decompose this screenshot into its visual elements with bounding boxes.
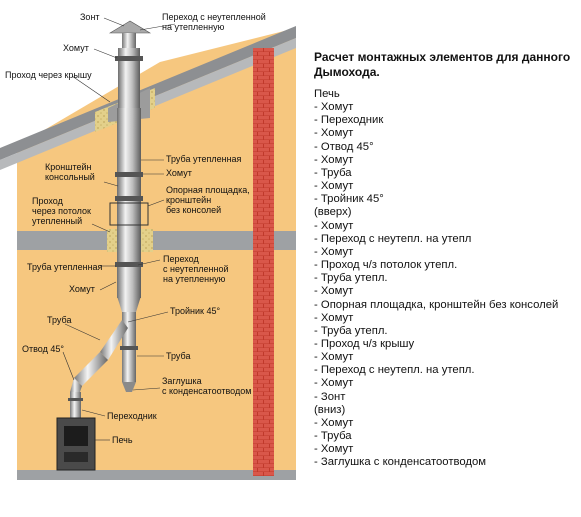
panel-title: Расчет монтажных элементов для данного Д… [314, 50, 571, 79]
label-homut-mid: Хомут [166, 168, 192, 178]
list-item: - Хомут [314, 219, 354, 232]
list-item: - Переход с неутепл. на утепл [314, 232, 472, 245]
list-item: - Хомут [314, 285, 354, 298]
list-item: - Хомут [314, 351, 354, 364]
list-item: - Переход с неутепл. на утепл. [314, 364, 475, 377]
leader-lines [62, 17, 176, 441]
clamp [115, 172, 143, 177]
label-prohod-krysha: Проход через крышу [5, 70, 92, 80]
list-item: Печь [314, 88, 340, 100]
insulated-pipe-upper [118, 48, 140, 110]
list-item: - Хомут [314, 416, 354, 429]
label-pech: Печь [112, 435, 133, 445]
chimney-cap-stem [122, 33, 136, 48]
list-item: - Труба утепл. [314, 324, 388, 337]
label-truba-right: Труба [166, 351, 190, 361]
list-item: - Зонт [314, 390, 346, 403]
list-item: (вверх) [314, 206, 352, 219]
clamp [115, 56, 143, 61]
list-item: (вниз) [314, 403, 346, 416]
list-item: - Хомут [314, 245, 354, 258]
list-item: - Хомут [314, 101, 354, 114]
elbow-45 [70, 378, 82, 392]
list-item: - Труба [314, 430, 352, 443]
list-item: - Хомут [314, 180, 354, 193]
lower-pipe [122, 346, 136, 382]
clamp [120, 346, 138, 350]
label-zont: Зонт [80, 12, 100, 22]
label-otvod: Отвод 45° [22, 344, 64, 354]
sloped-pipe [74, 352, 108, 386]
label-truba-uteplennaya-bottom: Труба утепленная [27, 262, 103, 272]
clamp [115, 196, 143, 201]
list-item: - Труба [314, 166, 352, 179]
list-item: - Хомут [314, 377, 354, 390]
transition-lower [117, 296, 141, 312]
clamp [115, 262, 143, 267]
support-platform [109, 202, 149, 226]
list-item: - Хомут [314, 127, 354, 140]
list-item: - Опорная площадка, кронштейн без консол… [314, 298, 559, 311]
list-item: - Проход ч/з потолок утепл. [314, 259, 458, 272]
list-item: - Заглушка с конденсатоотводом [314, 456, 487, 469]
clamp [68, 398, 83, 401]
list-item: - Хомут [314, 153, 354, 166]
list-item: - Проход ч/з крышу [314, 337, 415, 350]
ceiling-slab [17, 231, 296, 250]
list-item: - Хомут [314, 311, 354, 324]
stove-ashpit [64, 452, 88, 462]
list-item: - Отвод 45° [314, 140, 374, 153]
floor [17, 470, 296, 480]
tee-branch [100, 320, 128, 360]
elements-list: Печь- Хомут- Переходник- Хомут- Отвод 45… [312, 88, 578, 470]
tee-main [122, 312, 136, 346]
list-item: - Хомут [314, 443, 354, 456]
stove-pipe [70, 392, 81, 418]
label-troinik: Тройник 45° [170, 306, 220, 316]
brick-column [253, 48, 274, 476]
label-perehodnik: Переходник [107, 411, 157, 421]
label-homut-bottom: Хомут [69, 284, 95, 294]
label-homut-top: Хомут [63, 43, 89, 53]
stove-door [64, 426, 88, 446]
list-item: - Тройник 45° [314, 193, 384, 206]
house-wall [17, 28, 296, 476]
label-truba-uteplennaya-top: Труба утепленная [166, 154, 242, 164]
calculation-panel: Расчет монтажных элементов для данного Д… [312, 50, 578, 470]
condensate-plug [122, 382, 136, 392]
list-item: - Труба утепл. [314, 272, 388, 285]
label-truba-left: Труба [47, 315, 71, 325]
list-item: - Переходник [314, 114, 384, 127]
